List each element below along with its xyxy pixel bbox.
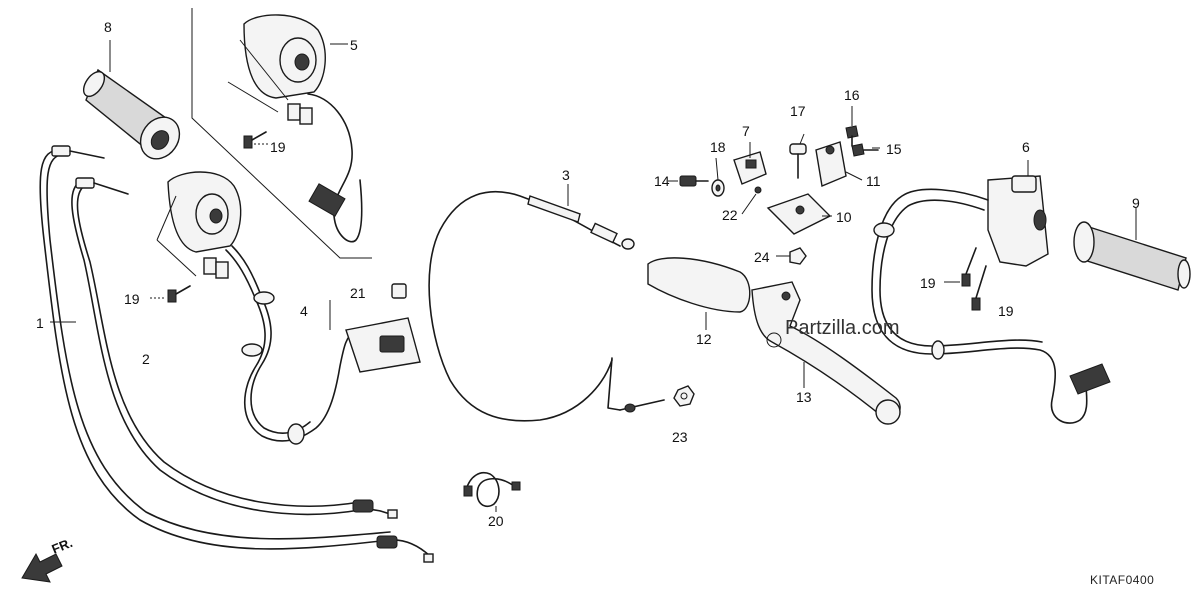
- screw-19-inset: [243, 131, 268, 149]
- screw-19-right-a: [961, 247, 977, 287]
- clutch-cable: [428, 184, 665, 422]
- callout-19-left: 19: [124, 291, 140, 307]
- bracket-11: [815, 141, 847, 187]
- switch-assembly: [329, 283, 421, 373]
- callout-5: 5: [350, 37, 358, 53]
- left-handlebar-grip: [82, 40, 181, 160]
- callout-19-right-b: 19: [998, 303, 1014, 319]
- callout-labels: 1 2 3 4 5 6 7 8 9 10 11 12 13 14 15 16 1…: [36, 19, 1140, 529]
- callout-19-right-a: 19: [920, 275, 936, 291]
- bolt-15: [851, 143, 879, 157]
- front-direction-arrow: FR.: [21, 535, 75, 583]
- callout-6: 6: [1022, 139, 1030, 155]
- washer-18: [711, 179, 725, 197]
- pin-17: [789, 143, 807, 179]
- nut-23: [673, 385, 695, 407]
- callout-3: 3: [562, 167, 570, 183]
- screw-19-right-b: [971, 265, 987, 311]
- callout-23: 23: [672, 429, 688, 445]
- callout-7: 7: [742, 123, 750, 139]
- callout-22: 22: [722, 207, 738, 223]
- callout-15: 15: [886, 141, 902, 157]
- leader-lines: [50, 106, 1029, 323]
- callout-17: 17: [790, 103, 806, 119]
- inset-divider: [191, 8, 372, 259]
- callout-13: 13: [796, 389, 812, 405]
- callout-9: 9: [1132, 195, 1140, 211]
- clutch-lever: [751, 281, 901, 425]
- screw-19-left: [150, 285, 191, 303]
- callout-4: 4: [300, 303, 308, 319]
- callout-1: 1: [36, 315, 44, 331]
- inset-throttle-housing: [227, 14, 363, 243]
- bolt-16: [845, 125, 859, 147]
- callout-2: 2: [142, 351, 150, 367]
- nut-24: [789, 247, 807, 265]
- callout-10: 10: [836, 209, 852, 225]
- right-handlebar-grip: [1073, 208, 1191, 291]
- lever-cover: [647, 257, 751, 330]
- switch-7: [733, 151, 767, 185]
- callout-11: 11: [866, 173, 881, 189]
- callout-16: 16: [844, 87, 860, 103]
- wire-harness-20: [463, 472, 521, 512]
- callout-8: 8: [104, 19, 112, 35]
- watermark-text: Partzilla.com: [785, 317, 899, 339]
- callout-19-inset: 19: [270, 139, 286, 155]
- callout-21: 21: [350, 285, 366, 301]
- callout-20: 20: [488, 513, 504, 529]
- callout-18: 18: [710, 139, 726, 155]
- diagram-code: KITAF0400: [1090, 573, 1154, 587]
- bolt-14: [679, 175, 709, 187]
- throttle-housing: [156, 171, 357, 445]
- screw-22: [754, 186, 762, 194]
- callout-12: 12: [696, 331, 712, 347]
- bracket-10: [766, 193, 832, 235]
- right-switch-housing: [871, 175, 1111, 424]
- watermark: Partzilla.com: [766, 317, 899, 348]
- callout-14: 14: [654, 173, 670, 189]
- callout-24: 24: [754, 249, 770, 265]
- cable-end-fittings: [51, 145, 434, 563]
- direction-label: FR.: [50, 535, 75, 557]
